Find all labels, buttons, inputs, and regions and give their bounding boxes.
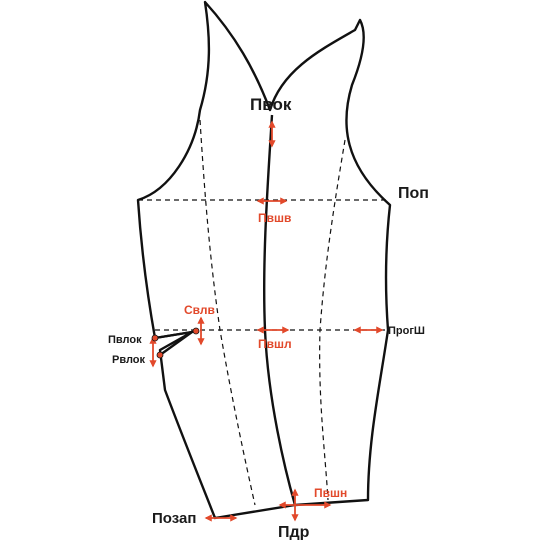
label-pop: Поп — [398, 185, 429, 202]
label-pvlok: Пвлок — [108, 334, 142, 346]
label-svlv: Свлв — [184, 303, 215, 317]
label-pvshl: Пвшл — [258, 337, 292, 351]
pvlok-point — [151, 334, 159, 342]
right-vertical-dash — [319, 139, 346, 501]
side-dart — [154, 330, 194, 356]
label-pdr: Пдр — [278, 524, 310, 540]
label-pvshn: Пвшн — [314, 486, 347, 500]
rvlok-point — [156, 351, 164, 359]
center-seam — [262, 114, 297, 506]
label-rvlok: Рвлок — [112, 354, 146, 366]
left-vertical-dash — [199, 119, 256, 506]
label-progsh: ПрогШ — [388, 325, 425, 337]
svlv-point — [192, 327, 200, 335]
pattern-outline — [136, 0, 392, 520]
label-pvshv: Пвшв — [258, 211, 291, 225]
label-pozap: Позап — [152, 510, 196, 527]
label-pvok: Пвок — [250, 95, 292, 114]
